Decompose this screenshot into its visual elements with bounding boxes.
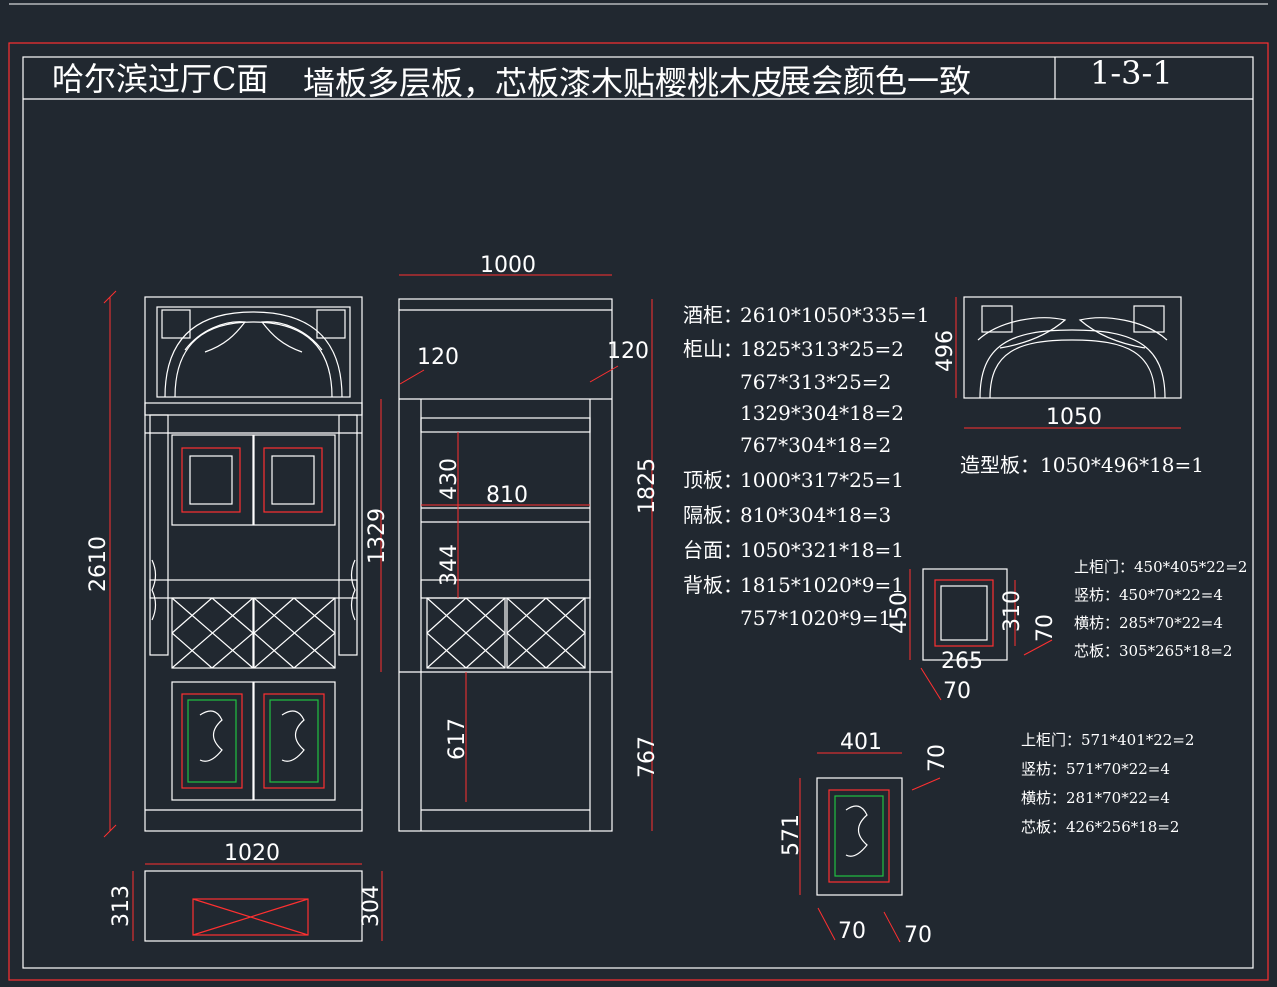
front-elevation <box>144 296 363 832</box>
note-line: 竖枋：450*70*22=4 <box>1074 586 1223 604</box>
note-line: 芯板：305*265*18=2 <box>1074 642 1232 660</box>
cut-list-value: 810*304*18=3 <box>740 503 891 527</box>
side-lower-height: 767 <box>635 736 660 778</box>
plan-view <box>144 870 363 942</box>
material-note: 墙板多层板，芯板漆木贴樱桃木皮 <box>303 64 783 102</box>
cut-list-label: 隔板： <box>683 503 743 527</box>
lower-door-width: 401 <box>840 730 882 755</box>
cut-list: 酒柜：2610*1050*335=1 柜山：1825*313*25=2 767*31… <box>683 303 929 630</box>
side-shelf-width: 810 <box>486 483 528 508</box>
note-line: 上柜门：450*405*22=2 <box>1074 558 1247 576</box>
arch-panel <box>963 296 1182 399</box>
lower-door-top-rail: 70 <box>925 744 950 772</box>
front-height-label: 2610 <box>86 536 111 592</box>
cut-list-label: 背板： <box>683 573 743 597</box>
cut-list-value: 1329*304*18=2 <box>740 401 904 425</box>
side-total-height: 1825 <box>635 458 660 514</box>
cut-list-label: 台面： <box>683 538 743 562</box>
cut-list-label: 顶板： <box>683 468 743 492</box>
side-inset-left: 120 <box>417 345 459 370</box>
side-upper-height: 1329 <box>365 508 390 564</box>
upper-door-rail: 70 <box>943 679 971 704</box>
upper-door-detail <box>922 568 1008 661</box>
upper-door-stile: 70 <box>1033 614 1058 642</box>
lower-door-stile-left: 70 <box>838 919 866 944</box>
note-line: 竖枋：571*70*22=4 <box>1021 760 1170 778</box>
drawing-number: 1-3-1 <box>1090 54 1173 92</box>
side-inset-right: 120 <box>607 339 649 364</box>
cut-list-value: 1825*313*25=2 <box>740 337 904 361</box>
arch-caption: 造型板：1050*496*18=1 <box>960 453 1204 477</box>
cut-list-value: 767*313*25=2 <box>740 370 891 394</box>
note-line: 横枋：281*70*22=4 <box>1021 789 1170 807</box>
note-line: 横枋：285*70*22=4 <box>1074 614 1223 632</box>
side-shelf-gap: 430 <box>437 458 462 500</box>
sheet-border <box>8 42 1269 981</box>
upper-door-inner-width: 265 <box>941 649 983 674</box>
plan-depth-right: 304 <box>359 885 384 927</box>
cut-list-label: 柜山： <box>683 337 743 361</box>
cut-list-value: 767*304*18=2 <box>740 433 891 457</box>
upper-door-height: 450 <box>887 592 912 634</box>
title-frame <box>22 56 1254 969</box>
side-top-width: 1000 <box>480 253 536 278</box>
note-line: 上柜门：571*401*22=2 <box>1021 731 1194 749</box>
lower-door-detail <box>816 777 903 896</box>
side-section <box>398 298 613 832</box>
upper-door-notes: 上柜门：450*405*22=2 竖枋：450*70*22=4 横枋：285*70*… <box>1074 558 1247 660</box>
color-note: 展会颜色一致 <box>779 62 971 100</box>
cut-list-value: 1815*1020*9=1 <box>740 573 904 597</box>
lower-door-height: 571 <box>779 814 804 856</box>
side-rack-gap: 344 <box>437 544 462 586</box>
arch-width: 1050 <box>1046 405 1102 430</box>
lower-door-notes: 上柜门：571*401*22=2 竖枋：571*70*22=4 横枋：281*70*… <box>1021 731 1194 836</box>
arch-height: 496 <box>933 330 958 372</box>
cut-list-value: 1050*321*18=1 <box>740 538 904 562</box>
upper-door-inner-height: 310 <box>1000 590 1025 632</box>
cut-list-value: 2610*1050*335=1 <box>740 303 929 327</box>
cut-list-value: 757*1020*9=1 <box>740 606 891 630</box>
cut-list-label: 酒柜： <box>683 303 743 327</box>
note-line: 芯板：426*256*18=2 <box>1021 818 1179 836</box>
side-lower-gap: 617 <box>445 718 470 760</box>
plan-depth-left: 313 <box>109 885 134 927</box>
front-width-label: 1020 <box>224 841 280 866</box>
cut-list-value: 1000*317*25=1 <box>740 468 904 492</box>
project-name: 哈尔滨过厅C面 <box>52 60 269 98</box>
lower-door-stile-right: 70 <box>904 923 932 948</box>
